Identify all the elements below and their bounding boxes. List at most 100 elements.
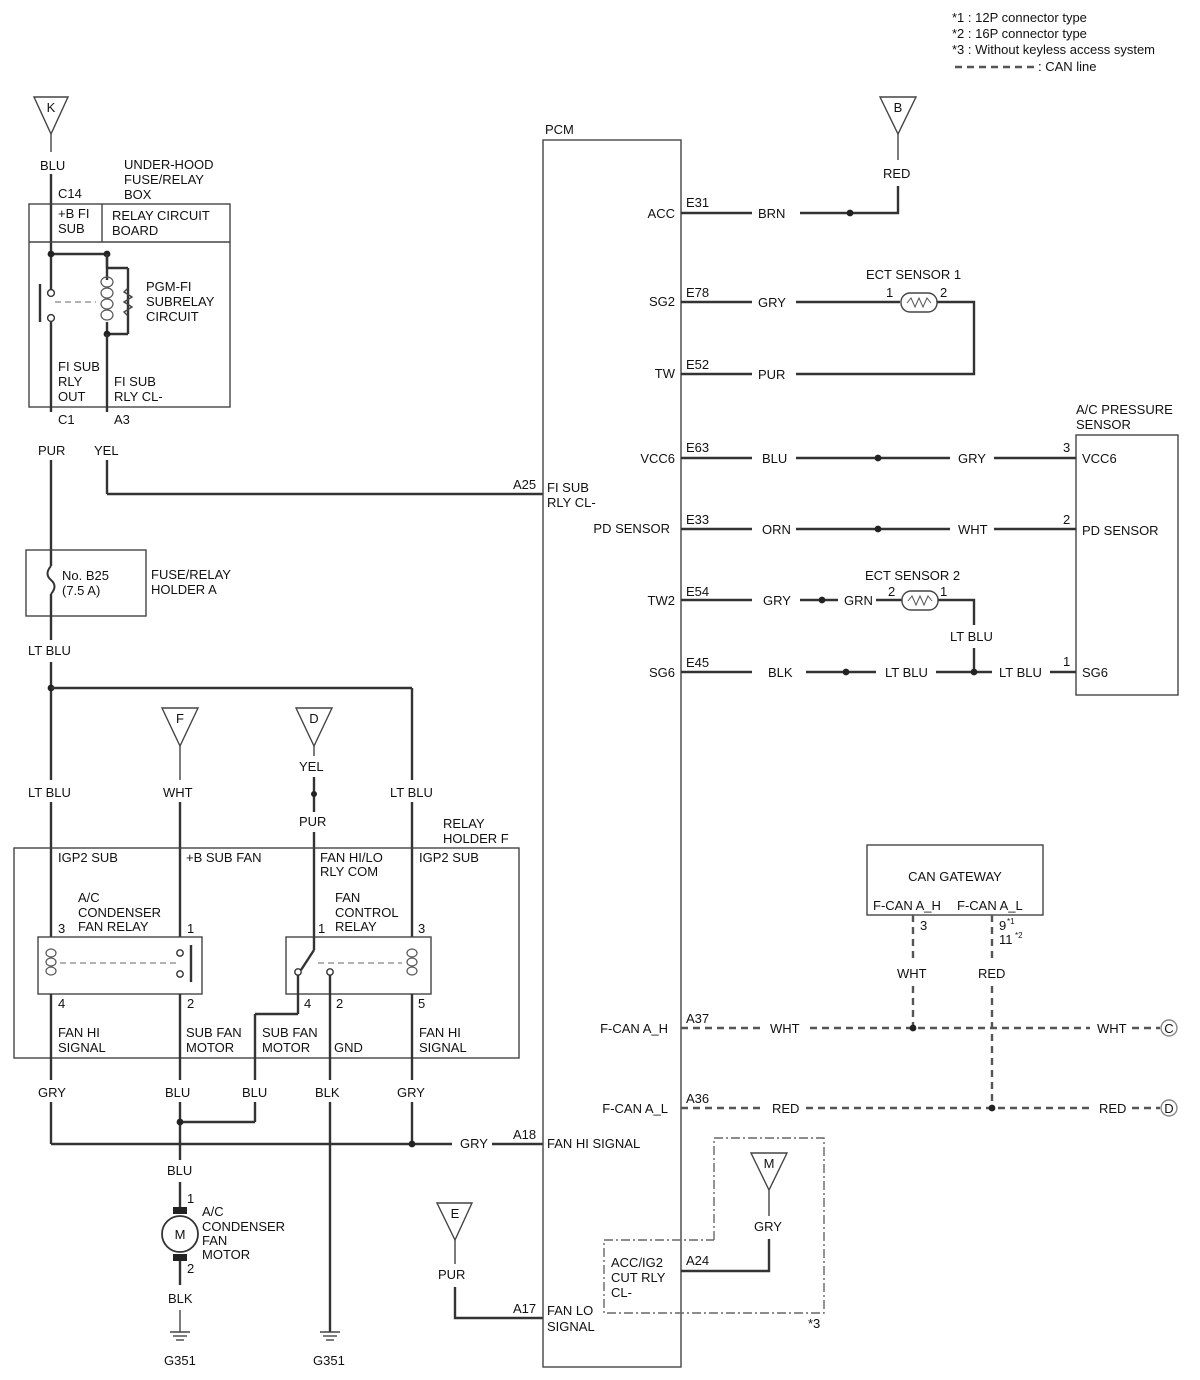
wire-label-blk-1: BLK: [315, 1085, 340, 1100]
can-gateway-pin-h: F-CAN A_H: [873, 898, 941, 913]
terminal-b-label: B: [894, 100, 903, 115]
fcr-switch-arm: [299, 949, 316, 971]
wire-label-wht-pd: WHT: [958, 522, 988, 537]
terminal-k-label: K: [47, 100, 56, 115]
motor-brush-top: [173, 1207, 187, 1214]
board-label-l2: BOARD: [112, 223, 158, 238]
wire-label-ltblu-sg6-b: LT BLU: [999, 665, 1042, 680]
ground-icon-1: [170, 1331, 190, 1341]
wire-label-blk-2: BLK: [168, 1291, 193, 1306]
holder-b2-l1: SUB FAN: [186, 1025, 242, 1040]
pcm-pin-fcan-h: F-CAN A_H: [600, 1021, 668, 1036]
junction-tw2: [818, 596, 826, 604]
under-hood-fuse-relay-box: UNDER-HOOD FUSE/RELAY BOX C14 +B FI SUB …: [28, 157, 231, 427]
can-gateway-outline: [866, 844, 1044, 916]
cl-label-l2: RLY CL-: [114, 389, 163, 404]
pcm-pin-vcc6: VCC6: [640, 451, 675, 466]
fcr-name-l1: FAN: [335, 890, 360, 905]
wire-label-yel: YEL: [94, 443, 119, 458]
relay-holder-f: RELAY HOLDER F IGP2 SUB +B SUB FAN FAN H…: [13, 816, 520, 1059]
wire-label-gry-m: GRY: [754, 1219, 782, 1234]
wire-label-pur: PUR: [38, 443, 65, 458]
pcm-pin-a17-l1: FAN LO: [547, 1303, 593, 1318]
pcm-pin-acc: ACC: [648, 206, 675, 221]
holder-col2: +B SUB FAN: [186, 850, 262, 865]
wire-label-blu-k: BLU: [40, 158, 65, 173]
motor-name-l4: MOTOR: [202, 1247, 250, 1262]
pcm-pin-tw: TW: [655, 366, 676, 381]
wire-ect2-return: [938, 598, 976, 625]
motor-name-l2: CONDENSER: [202, 1219, 285, 1234]
fcr-name-l2: CONTROL: [335, 905, 399, 920]
terminal-d-label: D: [309, 711, 318, 726]
wire-label-blu-vcc6: BLU: [762, 451, 787, 466]
acc-ig2-cut-relay-outline: [603, 1137, 825, 1314]
relay-coil-icon: [100, 276, 114, 321]
conn-c14: C14: [58, 186, 82, 201]
terminal-d-circle-shape: [1160, 1099, 1178, 1117]
note-1: *1 : 12P connector type: [952, 10, 1087, 25]
wire-label-ltblu-sg6-a: LT BLU: [885, 665, 928, 680]
motor-brush-bottom: [173, 1254, 187, 1261]
box-outline: [28, 203, 231, 408]
ect2-name: ECT SENSOR 2: [865, 568, 960, 583]
pcm-name: PCM: [545, 122, 574, 137]
wire-label-brn: BRN: [758, 206, 785, 221]
motor-symbol: M: [175, 1227, 186, 1242]
fuse-name: No. B25: [62, 568, 109, 583]
can-gateway-sup-1: *1: [1007, 917, 1015, 926]
ect1-pin-1: 1: [886, 285, 893, 300]
out-label-l1: FI SUB: [58, 359, 100, 374]
wire-label-gry-3: GRY: [460, 1136, 488, 1151]
ect2-zigzag: [907, 594, 933, 607]
acr-contact-b: [176, 970, 184, 978]
holder-b4: GND: [334, 1040, 363, 1055]
acc-relay-l2: CUT RLY: [611, 1270, 666, 1285]
fcr-pin-2: 2: [336, 996, 343, 1011]
motor-pin-1: 1: [187, 1191, 194, 1206]
wire-label-wht-can: WHT: [770, 1021, 800, 1036]
pcm-pin-fcan-l: F-CAN A_L: [602, 1101, 668, 1116]
wire-label-red-can-out: RED: [1099, 1101, 1126, 1116]
wire-label-blk-sg6: BLK: [768, 665, 793, 680]
terminal-b-triangle: [878, 96, 918, 136]
terminal-f-triangle: [160, 707, 200, 748]
ect1-thermistor-icon: [900, 292, 938, 313]
pcm-pin-a25-l1: FI SUB: [547, 480, 589, 495]
acr-pin-4: 4: [58, 996, 65, 1011]
acc-relay-note: *3: [808, 1316, 820, 1331]
ac-sensor-outline: [1075, 434, 1179, 696]
holder-col1: IGP2 SUB: [58, 850, 118, 865]
fcr-relay-box: [285, 936, 432, 995]
holder-col4: IGP2 SUB: [419, 850, 479, 865]
can-gateway-sup-2: *2: [1015, 931, 1023, 940]
terminal-d-triangle: [294, 707, 334, 748]
can-gateway-num-l2: 11: [999, 932, 1013, 947]
fuse-holder-l1: FUSE/RELAY: [151, 567, 231, 582]
terminal-b: B: [878, 96, 918, 136]
pcm-pin-sg6: SG6: [649, 665, 675, 680]
junction-sg6: [842, 668, 850, 676]
board-label-l1: RELAY CIRCUIT: [112, 208, 210, 223]
terminal-m-triangle: [749, 1152, 789, 1192]
holder-outline: [13, 847, 520, 1059]
terminal-c: C: [1160, 1019, 1178, 1037]
holder-b5-l2: SIGNAL: [419, 1040, 467, 1055]
terminal-e-label: E: [451, 1206, 460, 1221]
junction-acc: [846, 209, 854, 217]
box-name-l2: FUSE/RELAY: [124, 172, 204, 187]
pcm-conn-a25: A25: [513, 477, 536, 492]
holder-b3-l2: MOTOR: [262, 1040, 310, 1055]
motor-icon: [161, 1215, 199, 1253]
can-gateway-pin-l: F-CAN A_L: [957, 898, 1023, 913]
junction-gry: [408, 1140, 416, 1148]
ect2-pin-2: 2: [888, 584, 895, 599]
terminal-f-label: F: [176, 711, 184, 726]
ground-icon-2: [320, 1331, 340, 1341]
pcm-pin-tw2: TW2: [648, 593, 675, 608]
wire-label-blu-3: BLU: [167, 1163, 192, 1178]
terminal-k: K: [32, 96, 70, 136]
box-name-l1: UNDER-HOOD: [124, 157, 214, 172]
wire-label-red-gw: RED: [978, 966, 1005, 981]
pcm-pin-pd-sensor: PD SENSOR: [593, 521, 670, 536]
